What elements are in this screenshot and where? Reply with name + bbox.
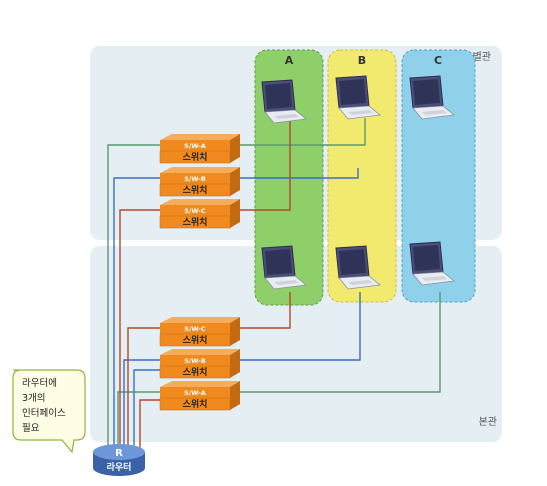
- wire-router-b2: [123, 359, 160, 448]
- switch-main-a: S/W-A 스위치: [159, 381, 240, 411]
- wire-router-c2: [127, 327, 160, 448]
- switch-annex-b-label: 스위치: [183, 184, 208, 196]
- zone-a-label: A: [285, 54, 294, 67]
- wire-router-b: [113, 177, 160, 448]
- switch-main-b: S/W-B 스위치: [159, 349, 240, 379]
- router-callout: 라우터에 3개의 인터페이스 필요: [12, 369, 86, 454]
- wire-router-b3: [133, 369, 160, 448]
- wire-main-c: [230, 292, 291, 329]
- router-label: 라우터: [107, 461, 132, 473]
- main-building-label: 본관: [479, 416, 497, 428]
- switch-main-c-label: 스위치: [183, 334, 208, 346]
- wire-annex-b: [230, 168, 359, 179]
- callout-line-2: 3개의: [22, 393, 46, 404]
- switch-main-a-label: 스위치: [183, 398, 208, 410]
- annex-building-label: 별관: [473, 51, 491, 63]
- wiring: [107, 118, 441, 448]
- wire-main-a: [230, 292, 441, 393]
- router-letter: R: [115, 448, 123, 459]
- wire-router-a: [107, 144, 160, 448]
- wire-annex-a: [230, 118, 366, 146]
- switch-annex-c-label: 스위치: [183, 216, 208, 228]
- callout-line-1: 라우터에: [22, 378, 57, 389]
- zone-c-label: C: [434, 54, 442, 67]
- switch-annex-b: S/W-B 스위치: [159, 167, 240, 197]
- switch-annex-c-tag: S/W-C: [184, 207, 206, 215]
- switch-annex-b-tag: S/W-B: [184, 175, 206, 183]
- wire-annex-c: [230, 118, 291, 211]
- wire-router-c: [119, 209, 160, 448]
- wire-router-a2: [117, 391, 160, 448]
- zone-b-label: B: [358, 54, 366, 67]
- wire-router-c3: [139, 399, 160, 448]
- switch-main-c-tag: S/W-C: [184, 325, 206, 333]
- switch-annex-a-tag: S/W-A: [184, 142, 206, 150]
- switch-main-b-label: 스위치: [183, 366, 208, 378]
- router: R 라우터: [93, 444, 145, 476]
- switch-annex-a: S/W-A 스위치: [159, 134, 240, 164]
- switch-main-b-tag: S/W-B: [184, 357, 206, 365]
- wire-main-b: [230, 292, 361, 361]
- callout-line-3: 인터페이스: [22, 408, 66, 419]
- callout-line-4: 필요: [22, 422, 40, 434]
- switch-annex-a-label: 스위치: [183, 151, 208, 163]
- switch-main-a-tag: S/W-A: [184, 389, 206, 397]
- switch-annex-c: S/W-C 스위치: [159, 199, 240, 229]
- switch-main-c: S/W-C 스위치: [159, 317, 240, 347]
